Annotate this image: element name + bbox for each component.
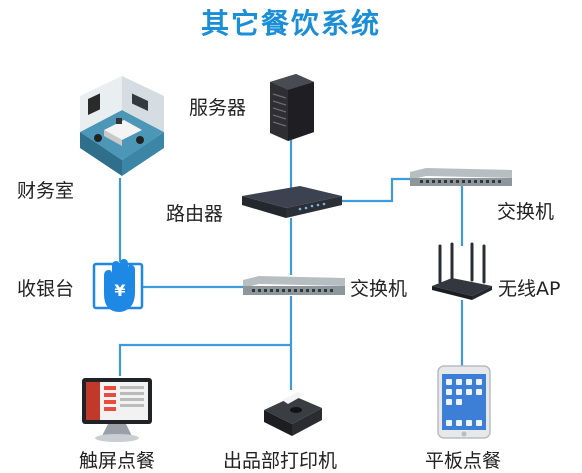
receipt-printer-icon — [264, 392, 322, 436]
cashier-label: 收银台 — [17, 278, 75, 300]
printer-label: 出品部打印机 — [223, 450, 338, 472]
server-rack-icon — [270, 74, 314, 141]
touchscreen-pos-icon — [82, 378, 152, 442]
tablet-icon — [437, 365, 491, 439]
tablet-label: 平板点餐 — [425, 450, 502, 472]
cash-payment-icon: ¥ — [92, 259, 144, 312]
link-switch-mid-touch-pos — [118, 343, 291, 376]
wireless-ap-label: 无线AP — [498, 278, 561, 300]
network-switch-icon-mid — [243, 276, 345, 295]
link-router-switch-top — [338, 177, 410, 203]
yen-symbol: ¥ — [114, 281, 125, 300]
server-label: 服务器 — [189, 97, 247, 119]
router-icon — [242, 186, 342, 218]
touch-pos-label: 触屏点餐 — [79, 450, 156, 472]
finance-room-label: 财务室 — [17, 180, 75, 202]
router-label: 路由器 — [166, 203, 224, 225]
wireless-router-icon — [432, 242, 492, 300]
switch-mid-label: 交换机 — [350, 278, 408, 300]
switch-top-label: 交换机 — [497, 201, 555, 223]
office-room-icon — [80, 76, 164, 176]
network-switch-icon-top — [410, 168, 512, 186]
diagram-title: 其它餐饮系统 — [200, 7, 381, 40]
